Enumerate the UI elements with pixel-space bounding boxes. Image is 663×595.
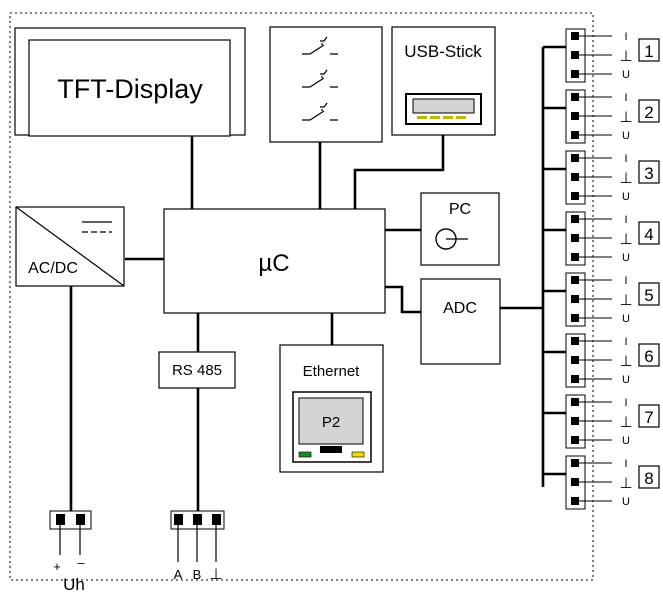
rs485-a-label: A [174, 567, 183, 582]
channel-7-pin-voltage-label: U [622, 435, 630, 447]
power-minus-label: – [77, 555, 85, 570]
channel-2-pin-voltage-label: U [622, 130, 630, 142]
tft-display-label: TFT-Display [57, 74, 203, 104]
adc-label: ADC [443, 300, 477, 317]
channel-terminal-3: I ⊥ U 3 [565, 150, 660, 205]
channel-8-pin-ground-label: ⊥ [619, 475, 632, 492]
channel-number-label: 3 [644, 164, 653, 183]
channel-1-pin-voltage-label: U [622, 69, 630, 81]
channel-terminal-2: I ⊥ U 2 [565, 89, 660, 144]
channel-8-pin-current-label: I [624, 458, 627, 470]
channel-5-pin-current-label: I [624, 275, 627, 287]
channel-number-label: 2 [644, 103, 653, 122]
channel-terminal-7: I ⊥ U 7 [565, 394, 660, 449]
channel-7-pin-current-label: I [624, 397, 627, 409]
rs485-gnd-label: ⊥ [209, 566, 222, 583]
channel-2-pin-current-label: I [624, 92, 627, 104]
power-terminal: + – Uh [49, 510, 92, 594]
channel-3-pin-voltage-label: U [622, 191, 630, 203]
microcontroller-block: µC [163, 208, 386, 314]
adc-block: ADC [420, 278, 501, 365]
channel-1-pin-current-label: I [624, 31, 627, 43]
rs485-terminal: A B ⊥ [170, 510, 225, 583]
channel-number-label: 6 [644, 347, 653, 366]
channel-5-pin-ground-label: ⊥ [619, 292, 632, 309]
pc-block: PC [420, 192, 500, 266]
channel-number-label: 1 [644, 42, 653, 61]
channel-4-pin-voltage-label: U [622, 252, 630, 264]
channel-number-label: 8 [644, 469, 653, 488]
channel-terminal-6: I ⊥ U 6 [565, 333, 660, 388]
channel-terminal-1: I ⊥ U 1 [565, 28, 660, 83]
enclosure-outline [9, 12, 594, 581]
switches-block [269, 26, 383, 143]
channel-8-pin-voltage-label: U [622, 496, 630, 508]
link-led-green [298, 451, 312, 458]
ac-dc-converter-block: AC/DC [15, 206, 125, 287]
channel-number-label: 4 [644, 225, 653, 244]
activity-led-yellow [351, 451, 365, 458]
channel-number-label: 7 [644, 408, 653, 427]
tft-display-block: TFT-Display [14, 27, 246, 137]
channel-1-pin-ground-label: ⊥ [619, 48, 632, 65]
channel-terminal-8: I ⊥ U 8 [565, 455, 660, 510]
ac-dc-label: AC/DC [28, 260, 78, 277]
channel-7-pin-ground-label: ⊥ [619, 414, 632, 431]
channel-terminal-5: I ⊥ U 5 [565, 272, 660, 327]
ethernet-label: Ethernet [303, 363, 361, 380]
channel-4-pin-ground-label: ⊥ [619, 231, 632, 248]
channel-6-pin-ground-label: ⊥ [619, 353, 632, 370]
usb-stick-label: USB-Stick [404, 42, 482, 61]
channel-number-label: 5 [644, 286, 653, 305]
channel-3-pin-current-label: I [624, 153, 627, 165]
channel-terminal-4: I ⊥ U 4 [565, 211, 660, 266]
power-voltage-label: Uh [63, 575, 85, 594]
channel-2-pin-ground-label: ⊥ [619, 109, 632, 126]
power-plus-label: + [53, 559, 61, 574]
rs485-b-label: B [193, 567, 202, 582]
usb-stick-block: USB-Stick [391, 26, 496, 136]
channel-3-pin-ground-label: ⊥ [619, 170, 632, 187]
microcontroller-label: µC [258, 250, 289, 277]
channel-6-pin-current-label: I [624, 336, 627, 348]
channel-bus-stubs [543, 45, 566, 476]
rs485-block: RS 485 [158, 351, 236, 389]
pc-label: PC [449, 201, 471, 218]
channel-5-pin-voltage-label: U [622, 313, 630, 325]
rs485-label: RS 485 [172, 362, 222, 379]
ethernet-port-label: P2 [322, 414, 340, 431]
channel-6-pin-voltage-label: U [622, 374, 630, 386]
channel-terminals: I⊥U1I⊥U2I⊥U3I⊥U4I⊥U5I⊥U6I⊥U7I⊥U8 [565, 28, 660, 510]
ethernet-block: Ethernet P2 [279, 344, 384, 473]
channel-4-pin-current-label: I [624, 214, 627, 226]
